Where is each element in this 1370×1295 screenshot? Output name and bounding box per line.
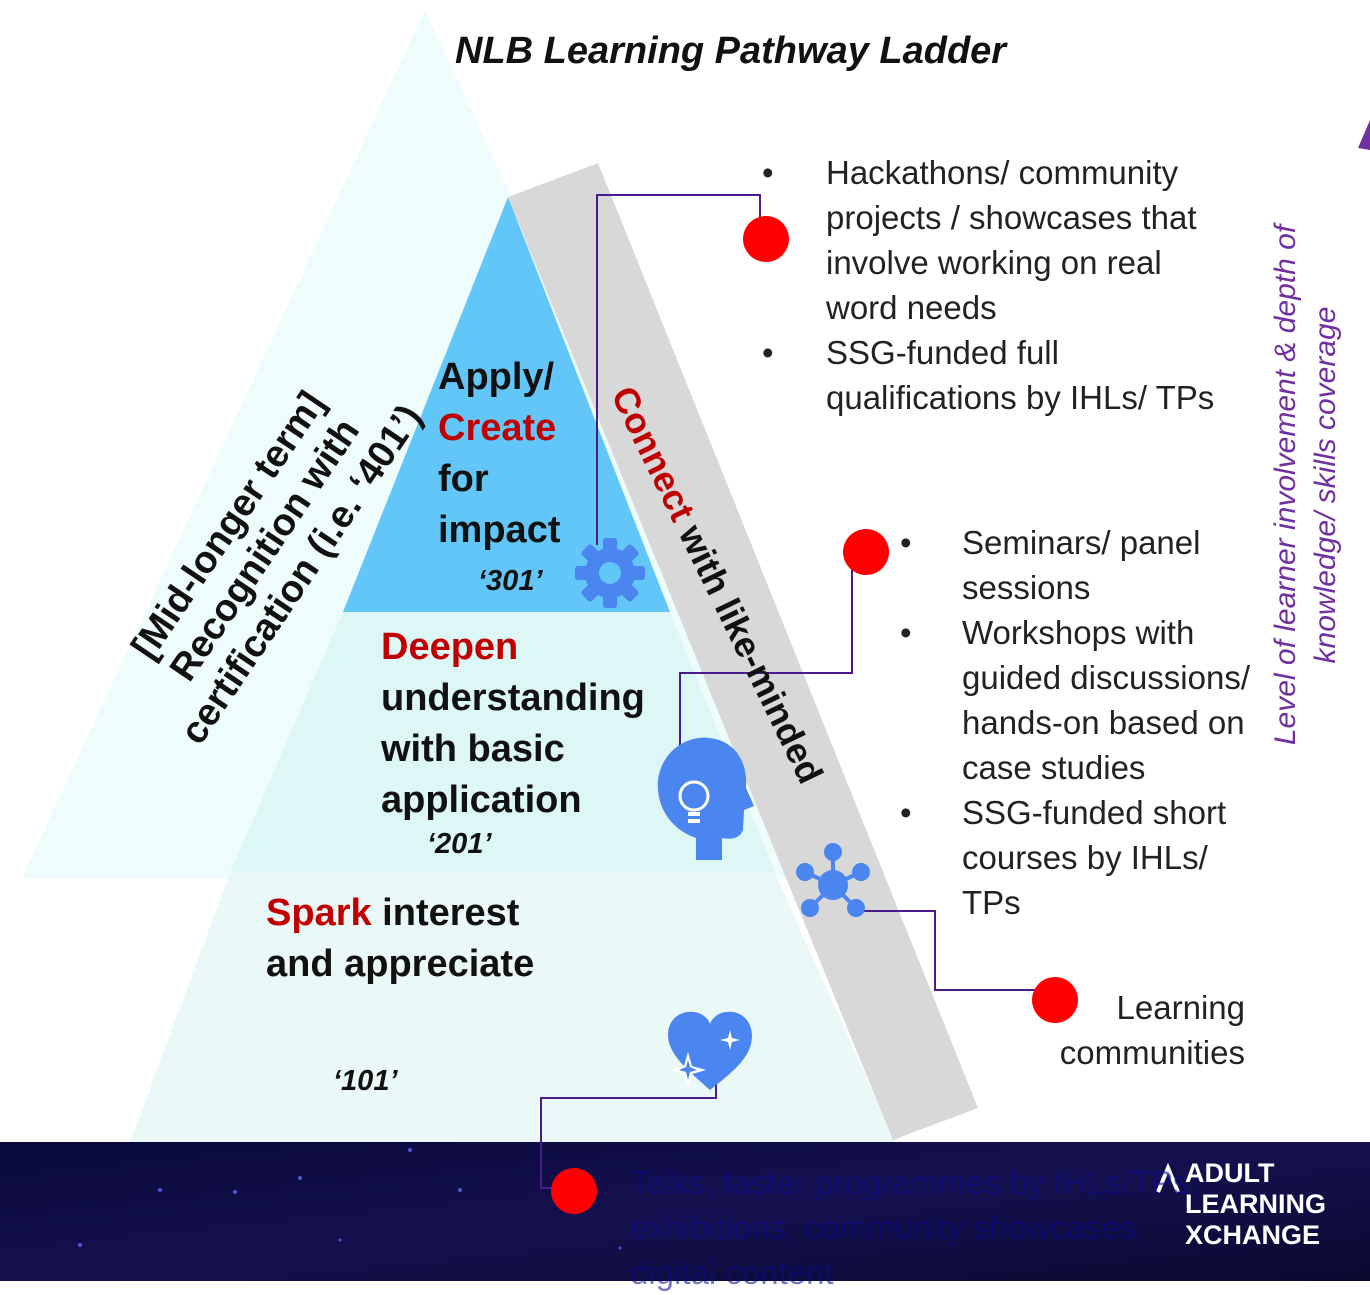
up-arrow-icon bbox=[1358, 120, 1370, 150]
top-bullet-list: Hackathons/ community projects / showcas… bbox=[762, 150, 1226, 420]
apply-tier bbox=[343, 197, 670, 612]
list-item: SSG-funded short courses by IHLs/ TPs bbox=[900, 790, 1252, 925]
logo-mark-icon bbox=[1156, 1162, 1180, 1193]
connector-dots bbox=[551, 216, 1078, 1214]
spark-level-label: Spark interest and appreciate bbox=[266, 888, 534, 990]
logo-line3: XCHANGE bbox=[1185, 1220, 1321, 1250]
side-axis-line2: knowledge/ skills coverage bbox=[1309, 306, 1342, 664]
side-axis-label: Level of learner involvement & depth of … bbox=[1266, 225, 1346, 745]
banner-stars bbox=[78, 1148, 622, 1250]
spark-line2: and appreciate bbox=[266, 943, 535, 985]
deepen-line4: application bbox=[381, 779, 582, 821]
deepen-highlight: Deepen bbox=[381, 626, 519, 668]
deepen-tier bbox=[230, 612, 775, 873]
list-item: Workshops with guided discussions/ hands… bbox=[900, 610, 1252, 790]
talks-label: Talks, taster programmes by IHLs/TPs, ex… bbox=[630, 1164, 1199, 1291]
spark-highlight: Spark bbox=[266, 892, 372, 934]
list-item: Hackathons/ community projects / showcas… bbox=[762, 150, 1226, 330]
code-301: ‘301’ bbox=[478, 565, 543, 597]
learning-communities-label: Learning communities bbox=[1059, 989, 1245, 1071]
apply-line4: impact bbox=[438, 509, 561, 551]
logo-line1: ADULT bbox=[1185, 1158, 1275, 1188]
deepen-level-label: Deepen understanding with basic applicat… bbox=[381, 622, 645, 826]
alx-logo: ADULT LEARNING XCHANGE bbox=[1185, 1158, 1326, 1251]
gear-icon bbox=[575, 538, 645, 608]
diagram-title: NLB Learning Pathway Ladder bbox=[455, 30, 1007, 72]
code-201: ‘201’ bbox=[427, 828, 492, 860]
bottom-banner bbox=[0, 1142, 1370, 1281]
apply-line3: for bbox=[438, 458, 489, 500]
side-axis-line1: Level of learner involvement & depth of bbox=[1269, 224, 1302, 746]
connect-band bbox=[508, 163, 978, 1140]
deepen-line2: understanding bbox=[381, 677, 645, 719]
apply-line2: Create bbox=[438, 407, 557, 449]
list-item: Seminars/ panel sessions bbox=[900, 520, 1252, 610]
heart-sparkle-icon bbox=[668, 1011, 752, 1090]
apply-line1: Apply/ bbox=[438, 356, 555, 398]
code-101: ‘101’ bbox=[333, 1065, 398, 1097]
apply-level-label: Apply/ Create for impact bbox=[438, 352, 560, 556]
mid-bullet-list: Seminars/ panel sessions Workshops with … bbox=[900, 520, 1252, 925]
list-item: SSG-funded full qualifications by IHLs/ … bbox=[762, 330, 1226, 420]
spark-rest: interest bbox=[371, 892, 520, 934]
network-icon bbox=[796, 843, 870, 917]
head-lightbulb-icon bbox=[657, 737, 754, 860]
logo-line2: LEARNING bbox=[1185, 1189, 1326, 1219]
deepen-line3: with basic bbox=[381, 728, 565, 770]
